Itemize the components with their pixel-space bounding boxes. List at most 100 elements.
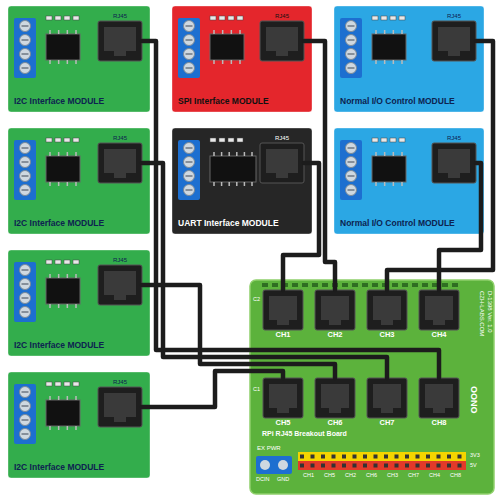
module-pcb	[334, 6, 484, 112]
ic-pin	[67, 30, 69, 34]
screw-slot	[22, 283, 29, 284]
screw-slot	[186, 53, 193, 54]
gpio-hole	[392, 283, 398, 287]
rj45-cable	[142, 41, 439, 378]
rj45-jack: RJ45	[98, 134, 142, 183]
rj45-socket	[367, 290, 407, 330]
ic-pin	[58, 426, 60, 430]
header-pin	[437, 455, 441, 459]
smd-part	[390, 16, 396, 20]
ic-pin	[58, 182, 60, 186]
rj45-opening	[266, 27, 298, 51]
terminal-block	[14, 384, 36, 444]
screw-slot	[22, 147, 29, 148]
screw-slot	[186, 189, 193, 190]
jack-label: RJ45	[98, 134, 142, 143]
screw-slot	[22, 25, 29, 26]
interface-module: UART Interface MODULERJ45	[172, 128, 312, 234]
smd-part	[64, 260, 70, 264]
channel-label: CH1	[263, 330, 303, 340]
smd-part	[55, 138, 61, 142]
ic-pin	[375, 182, 377, 186]
header-pin	[426, 455, 430, 459]
module-pcb	[8, 6, 150, 112]
smd-part	[381, 138, 387, 142]
ic-pin	[384, 30, 386, 34]
terminal-screw	[346, 171, 357, 182]
screw-slot	[348, 39, 355, 40]
header-pin	[447, 464, 451, 468]
header-pin	[311, 455, 315, 459]
rj45-jack: RJ45	[260, 134, 304, 183]
rj45-socket	[367, 378, 407, 418]
gpio-hole	[352, 283, 358, 287]
ic-pin	[213, 30, 215, 34]
header-strip	[298, 461, 466, 470]
ic-pin	[49, 182, 51, 186]
ic-chip	[46, 34, 80, 60]
gpio-hole	[412, 283, 418, 287]
rj45-opening	[104, 149, 136, 173]
ic-pin	[251, 152, 253, 156]
rj45-latch	[329, 319, 341, 325]
ic-pin	[228, 152, 230, 156]
rj45-opening	[269, 384, 297, 408]
smd-part	[399, 16, 405, 20]
ic-chip	[372, 156, 406, 182]
gpio-hole	[422, 283, 428, 287]
ic-pin	[236, 182, 238, 186]
ic-pin	[401, 60, 403, 64]
smd-part	[210, 138, 216, 142]
ic-pin	[384, 182, 386, 186]
ic-pin	[231, 30, 233, 34]
terminal-screw	[184, 21, 195, 32]
smd-part	[46, 260, 52, 264]
module-pcb	[334, 128, 484, 234]
board-title: RPi RJ45 Breakout Board	[262, 430, 494, 438]
screw-slot	[22, 189, 29, 190]
smd-part	[55, 382, 61, 386]
smd-part	[64, 382, 70, 386]
ic-chip	[46, 400, 80, 426]
screw-slot	[22, 39, 29, 40]
ic-pin	[49, 30, 51, 34]
ic-pin	[213, 152, 215, 156]
ic-pin	[244, 182, 246, 186]
ic-pin	[49, 152, 51, 156]
smd-part	[55, 16, 61, 20]
header-pin	[332, 455, 336, 459]
module-pcb	[172, 6, 312, 112]
channel-jack: CH7	[367, 378, 407, 428]
smd-part	[46, 138, 52, 142]
rj45-latch	[448, 172, 460, 178]
rj45-socket	[419, 378, 459, 418]
interface-module: Normal I/O Control MODULERJ45	[334, 128, 484, 234]
ic-pin	[58, 30, 60, 34]
rj45-socket	[419, 290, 459, 330]
rj45-latch	[448, 50, 460, 56]
channel-label: CH8	[419, 418, 459, 428]
screw-slot	[186, 25, 193, 26]
terminal-screw	[20, 415, 31, 426]
rj45-latch	[114, 50, 126, 56]
jack-label: RJ45	[432, 12, 476, 21]
rj45-jack: RJ45	[432, 12, 476, 61]
ic-pin	[393, 182, 395, 186]
header-pin	[395, 455, 399, 459]
ic-chip	[46, 156, 80, 182]
smd-part	[228, 16, 234, 20]
ic-pin	[384, 152, 386, 156]
rj45-opening	[373, 296, 401, 320]
terminal-block	[14, 262, 36, 322]
ic-pin	[222, 60, 224, 64]
rj45-opening	[104, 271, 136, 295]
header-pin	[384, 464, 388, 468]
header-pin	[363, 464, 367, 468]
screw-slot	[22, 419, 29, 420]
channel-label: CH7	[367, 418, 407, 428]
rj45-jack: RJ45	[98, 378, 142, 427]
terminal-screw	[184, 35, 195, 46]
module-name: Normal I/O Control MODULE	[340, 219, 478, 229]
